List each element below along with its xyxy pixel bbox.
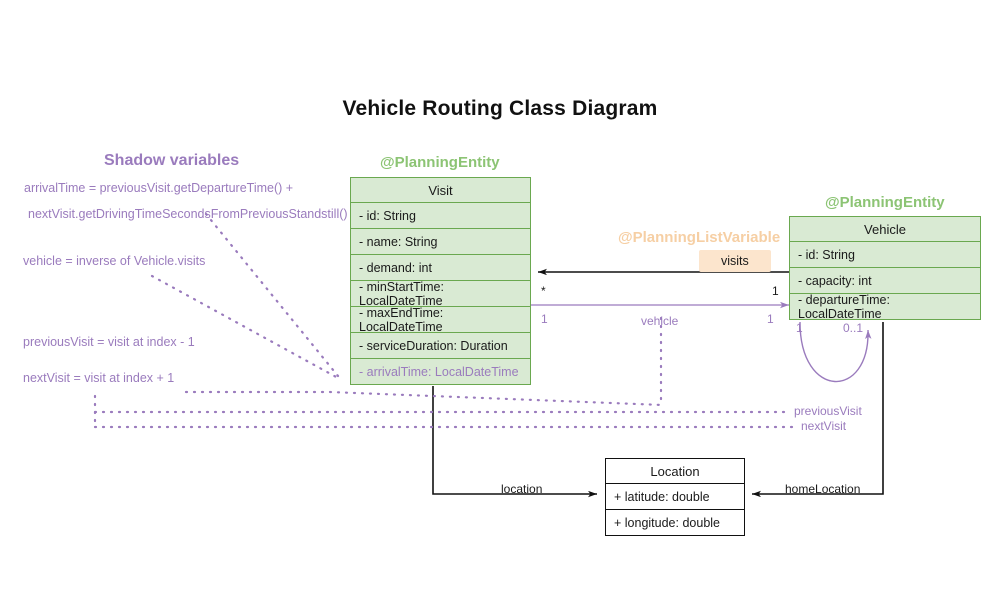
visit-class-name: Visit [350, 177, 531, 203]
vehicle-attribute: - departureTime: LocalDateTime [789, 293, 981, 321]
previousvisit-edge-label: previousVisit [794, 404, 862, 418]
shadow-line-nextvisit: nextVisit = visit at index + 1 [23, 371, 175, 385]
shadow-line-previousvisit: previousVisit = visit at index - 1 [23, 335, 195, 349]
shadow-line-arrivaltime-1: arrivalTime = previousVisit.getDeparture… [24, 181, 294, 195]
vehicle-edge-target-multiplicity: 1 [767, 312, 774, 326]
visits-source-multiplicity: 1 [772, 284, 779, 298]
location-attribute: + latitude: double [605, 484, 745, 510]
location-attribute: + longitude: double [605, 510, 745, 536]
visits-label-chip: visits [699, 250, 771, 272]
visits-stereotype: @PlanningListVariable [618, 229, 781, 246]
shadow-leaders [93, 212, 799, 429]
edge-location [432, 386, 597, 498]
visit-attribute: - demand: int [350, 255, 531, 281]
vehicle-self-source-multiplicity: 1 [796, 321, 803, 335]
location-edge-label: location [501, 482, 543, 496]
visit-attribute: - name: String [350, 229, 531, 255]
class-box-location[interactable]: Location + latitude: double + longitude:… [605, 458, 745, 536]
visits-target-multiplicity: * [541, 284, 546, 298]
visit-attribute: - maxEndTime: LocalDateTime [350, 306, 531, 334]
location-class-name: Location [605, 458, 745, 484]
class-box-vehicle[interactable]: Vehicle - id: String - capacity: int - d… [789, 216, 981, 321]
visit-stereotype: @PlanningEntity [380, 154, 500, 171]
visit-shadow-attribute: - arrivalTime: LocalDateTime [350, 359, 531, 385]
vehicle-attribute: - id: String [789, 242, 981, 268]
visit-attribute: - serviceDuration: Duration [350, 333, 531, 359]
homelocation-edge-label: homeLocation [785, 482, 861, 496]
visit-attribute: - id: String [350, 203, 531, 229]
shadow-variables-heading: Shadow variables [104, 152, 240, 169]
vehicle-stereotype: @PlanningEntity [825, 194, 945, 211]
vehicle-class-name: Vehicle [789, 216, 981, 242]
vehicle-attribute: - capacity: int [789, 268, 981, 294]
vehicle-edge-source-multiplicity: 1 [541, 312, 548, 326]
page-title: Vehicle Routing Class Diagram [342, 97, 658, 120]
vehicle-edge-label: vehicle [641, 314, 679, 328]
edge-home-location [752, 322, 884, 498]
nextvisit-edge-label: nextVisit [801, 419, 847, 433]
vehicle-self-target-multiplicity: 0..1 [843, 321, 864, 335]
edge-vehicle-self [799, 321, 872, 383]
shadow-line-arrivaltime-2: nextVisit.getDrivingTimeSecondsFromPrevi… [28, 207, 348, 221]
shadow-line-vehicle: vehicle = inverse of Vehicle.visits [23, 254, 206, 268]
visit-attribute: - minStartTime: LocalDateTime [350, 280, 531, 308]
class-box-visit[interactable]: Visit - id: String - name: String - dema… [350, 177, 531, 385]
